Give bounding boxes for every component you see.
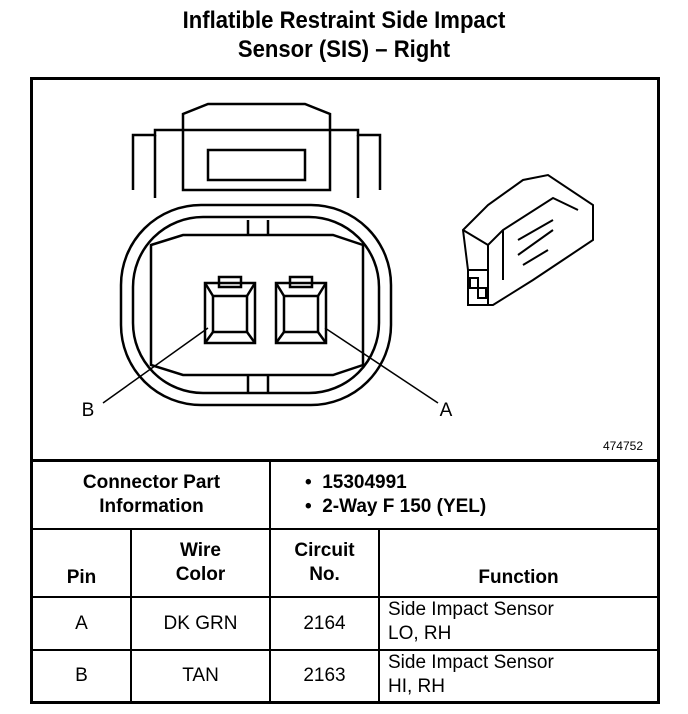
bullet: • bbox=[305, 472, 312, 493]
row-b-wire-color: TAN bbox=[182, 665, 219, 686]
header-pin: Pin bbox=[66, 567, 97, 588]
row-b-circuit: 2163 bbox=[303, 665, 346, 686]
connector-info-items: • 15304991 • 2-Way F 150 (YEL) bbox=[271, 462, 657, 528]
figure-number: 474752 bbox=[602, 439, 643, 453]
header-wire-color-1: Wire bbox=[179, 540, 221, 561]
bullet: • bbox=[305, 496, 312, 517]
title-line-1: Inflatible Restraint Side Impact bbox=[182, 7, 506, 34]
row-a-circuit: 2164 bbox=[303, 612, 346, 634]
connector-type: 2-Way F 150 (YEL) bbox=[322, 496, 487, 517]
header-circuit-1: Circuit bbox=[294, 540, 355, 561]
row-b-function-2: HI, RH bbox=[388, 676, 445, 697]
connector-info-label: Connector Part Information bbox=[33, 462, 270, 528]
row-a-wire-color: DK GRN bbox=[163, 612, 238, 634]
part-number: 15304991 bbox=[322, 472, 407, 493]
header-function: Function bbox=[478, 567, 559, 588]
row-a-function-2: LO, RH bbox=[388, 623, 452, 644]
connector-face-drawing bbox=[102, 102, 594, 407]
row-a-pin: A bbox=[75, 612, 88, 634]
row-b-function-1: Side Impact Sensor bbox=[388, 652, 554, 673]
row-a-function-1: Side Impact Sensor bbox=[388, 599, 554, 620]
title-line-2: Sensor (SIS) – Right bbox=[237, 36, 451, 63]
connector-info-item: • 15304991 bbox=[305, 471, 407, 495]
connector-info-label-line2: Information bbox=[99, 496, 204, 517]
row-b-pin: B bbox=[75, 665, 88, 686]
header-circuit-2: No. bbox=[309, 564, 340, 585]
header-wire-color-2: Color bbox=[175, 564, 226, 585]
pin-label-a: A bbox=[439, 400, 453, 421]
connector-info-label-line1: Connector Part bbox=[82, 472, 221, 493]
connector-info-item: • 2-Way F 150 (YEL) bbox=[305, 495, 486, 519]
connector-diagram: B A 474752 bbox=[33, 80, 657, 462]
connector-end-view-chart: B A 474752 Connector Part Information • … bbox=[30, 77, 660, 704]
pin-label-b: B bbox=[81, 400, 95, 421]
